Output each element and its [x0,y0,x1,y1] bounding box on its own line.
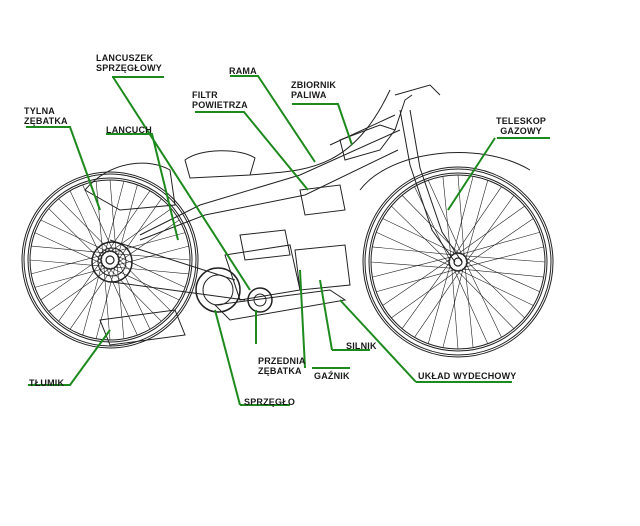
motorcycle-body [84,84,531,346]
leader-tlumik [28,329,111,386]
leader-lancuszek-sprzeglowy [112,76,251,291]
engine-block [224,244,301,301]
leader-sprzeglo [214,309,241,406]
silencer [99,309,186,346]
cylinder-head [239,229,291,261]
chain-lower [111,281,246,301]
leader-lines [26,75,550,406]
carburettor [294,244,351,291]
label-sprzeglo: SPRZĘGŁO [244,397,296,407]
leader-filtr-powietrza [195,111,309,191]
label-teleskop-gazowy: TELESKOP GAZOWY [496,116,547,136]
front-wheel [362,166,554,358]
clutch [195,267,241,313]
handlebar [394,84,441,96]
steering-head [394,94,413,131]
throttle-cable [249,89,391,176]
chain-upper [109,239,236,281]
leader-gaznik [299,269,306,369]
label-rama: RAMA [229,66,257,76]
rear-sprocket-inner [97,247,127,277]
label-filtr-powietrza: FILTR POWIETRZA [192,90,248,110]
label-lancuszek-sprzeglowy: LANCUSZEK SPRZĘGŁOWY [96,53,163,73]
front-sprocket-inner [253,293,267,307]
fuel-tank [339,124,396,161]
leader-silnik [319,279,333,351]
frame-lower-tube [139,149,399,241]
exhaust-pipe [213,289,347,321]
clutch-inner [202,274,234,306]
wheels-group [21,166,554,358]
frame-top-tube [139,129,401,236]
leader-uklad-wydechowy [339,299,417,383]
label-tylna-zebatka: TYLNA ZĘBATKA [24,106,68,126]
front-sprocket [247,287,273,313]
leader-teleskop-gazowy [447,137,496,211]
label-zbiornik-paliwa: ZBIORNIK PALIWA [291,80,337,100]
seat [184,150,256,179]
label-tlumik: TŁUMIK [29,378,65,388]
leader-rama [230,75,316,163]
label-uklad-wydechowy: UKŁAD WYDECHOWY [418,371,517,381]
leader-tylna-zebatka [26,126,101,211]
air-filter [299,184,346,216]
leader-lancuch [106,133,179,241]
label-przednia-zebatka: PRZEDNIA ZĘBATKA [258,356,306,376]
label-lancuch: LANCUCH [106,125,152,135]
leader-zbiornik-paliwa [292,103,353,146]
rear-wheel [21,171,199,349]
label-gaznik: GAŹNIK [314,371,350,381]
front-fork-left [399,109,456,263]
front-mudguard [359,152,531,191]
label-silnik: SILNIK [346,341,377,351]
rear-mudguard [84,162,176,211]
fuel-tank-top [329,114,396,146]
front-fork-right [409,109,463,263]
